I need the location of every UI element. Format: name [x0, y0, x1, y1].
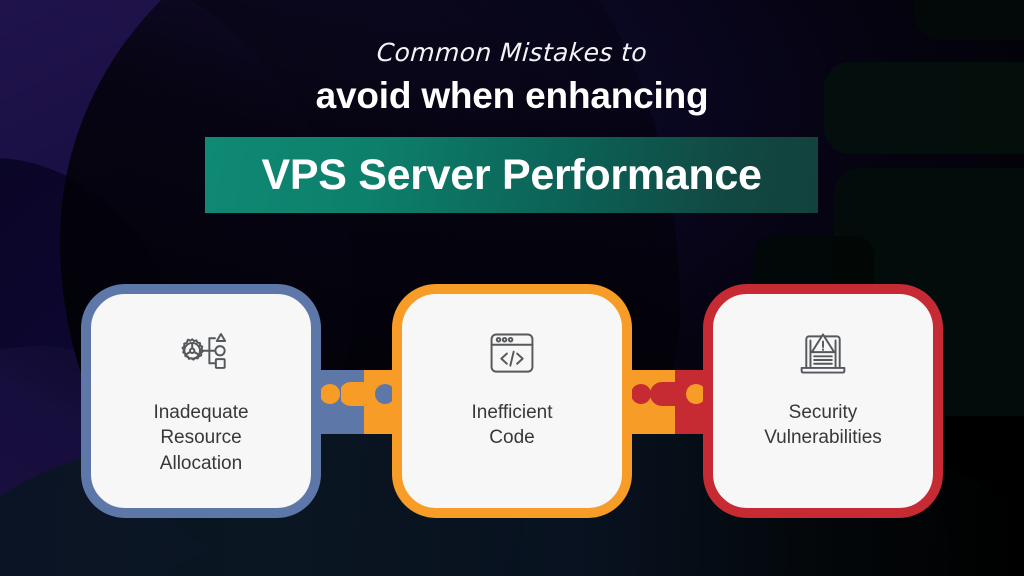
card-label: Security Vulnerabilities — [764, 402, 882, 449]
subheading-text: avoid when enhancing — [315, 75, 709, 116]
kicker-text: Common Mistakes to — [375, 38, 649, 67]
heading-group: Common Mistakes to avoid when enhancing — [0, 38, 1024, 116]
card-inefficient-code[interactable]: Inefficient Code — [392, 284, 632, 518]
gear-allocation-icon — [181, 333, 227, 369]
laptop-warning-icon — [800, 333, 846, 374]
card-inadequate-resource-allocation[interactable]: Inadequate Resource Allocation — [81, 284, 321, 518]
card-security-vulnerabilities[interactable]: Security Vulnerabilities — [703, 284, 943, 518]
title-banner: VPS Server Performance — [205, 137, 818, 213]
banner-title: VPS Server Performance — [261, 150, 762, 199]
code-window-icon — [490, 333, 534, 373]
background-rounded-rect-right-upper — [824, 62, 1024, 154]
card-label: Inefficient Code — [471, 402, 553, 449]
background-rounded-rect-top-right — [914, 0, 1024, 40]
cards-row: Inadequate Resource Allocation Inefficie… — [0, 284, 1024, 522]
card-label: Inadequate Resource Allocation — [153, 402, 249, 474]
